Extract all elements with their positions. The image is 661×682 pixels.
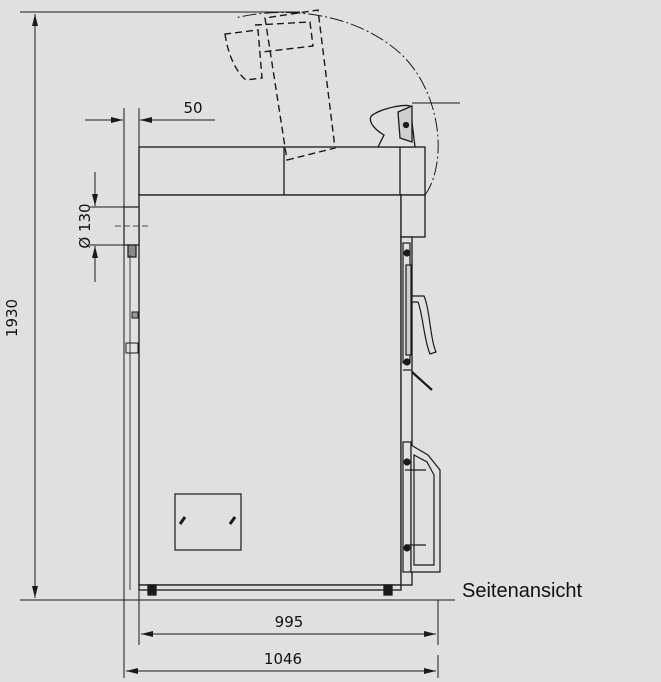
lid-swing-arc: [234, 11, 439, 196]
total-depth-label: 1046: [264, 650, 302, 668]
view-label: Seitenansicht: [462, 580, 583, 602]
dimension-total-height: 1930: [3, 14, 38, 598]
boiler-body: [138, 146, 426, 596]
lower-door: [410, 443, 441, 573]
boiler-top-cover: [138, 146, 426, 196]
upper-door-handle: [411, 295, 437, 355]
body-depth-label: 995: [275, 613, 304, 631]
flue-offset-label: 50: [183, 99, 202, 117]
front-doors: [402, 242, 441, 573]
flue-pipe: [115, 206, 148, 258]
dimension-flue-offset: 50: [85, 99, 215, 123]
front-door-column: [400, 236, 413, 586]
lid-open-position: [224, 9, 336, 161]
rear-fittings: [125, 255, 139, 590]
total-height-label: 1930: [3, 299, 21, 337]
boiler-housing: [138, 194, 402, 586]
air-control-lever: [411, 371, 433, 391]
lid-handle-closed: [369, 102, 460, 148]
flue-diameter-label: Ø 130: [76, 203, 94, 248]
dimension-total-depth: 1046: [126, 650, 436, 674]
front-upper-panel: [400, 194, 426, 238]
side-inspection-panel: [174, 493, 242, 551]
dimension-body-depth: 995: [141, 613, 436, 637]
